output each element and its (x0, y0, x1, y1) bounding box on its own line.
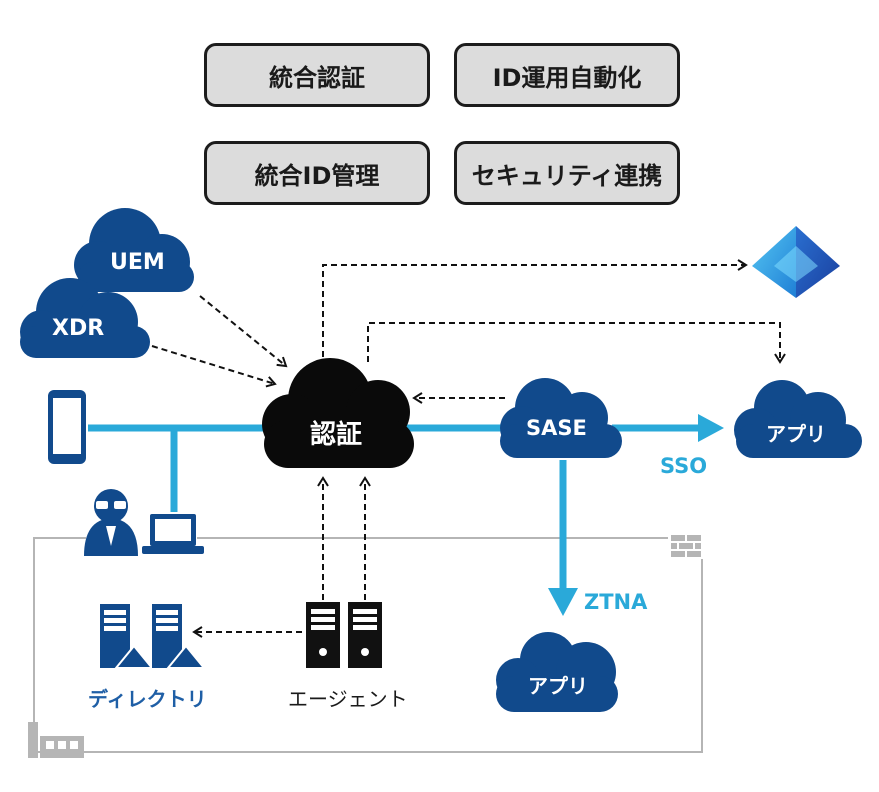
directory-server-icon (100, 604, 207, 669)
dashed-arrows (151, 259, 786, 638)
feature-box-id-automation: ID運用自動化 (454, 43, 680, 107)
cloud-label-uem: UEM (110, 250, 165, 275)
identity-diamond-icon (752, 226, 840, 298)
ztna-arrowhead (548, 588, 578, 616)
cloud-label-sase: SASE (526, 416, 587, 440)
firewall-icon (669, 533, 703, 559)
laptop-icon (142, 514, 204, 554)
cloud-auth (262, 358, 414, 468)
agent-label: エージェント (288, 687, 408, 711)
feature-box-integrated-auth: 統合認証 (204, 43, 430, 107)
cloud-app-bottom (496, 632, 618, 712)
cloud-label-xdr: XDR (52, 316, 105, 341)
cloud-label-app-top: アプリ (766, 422, 826, 446)
cloud-sase (500, 378, 622, 458)
building-icon (28, 722, 84, 758)
smartphone-icon (48, 390, 86, 464)
sso-label: SSO (660, 454, 708, 478)
ztna-label: ZTNA (584, 590, 648, 614)
directory-label: ディレクトリ (88, 687, 207, 711)
feature-label: ID運用自動化 (492, 63, 642, 92)
cloud-uem (74, 208, 194, 292)
user-icon (84, 489, 138, 556)
network-lines (88, 414, 724, 616)
cloud-label-app-bottom: アプリ (528, 674, 588, 698)
cloud-label-auth: 認証 (310, 420, 363, 450)
cloud-app-top (734, 380, 862, 458)
feature-label: 統合認証 (269, 63, 365, 92)
sso-arrowhead (698, 414, 724, 442)
cloud-xdr (20, 278, 150, 358)
feature-label: 統合ID管理 (254, 161, 380, 190)
server-icon (306, 602, 382, 668)
feature-box-integrated-id-management: 統合ID管理 (204, 141, 430, 205)
feature-box-security-integration: セキュリティ連携 (454, 141, 680, 205)
feature-label: セキュリティ連携 (471, 161, 663, 190)
